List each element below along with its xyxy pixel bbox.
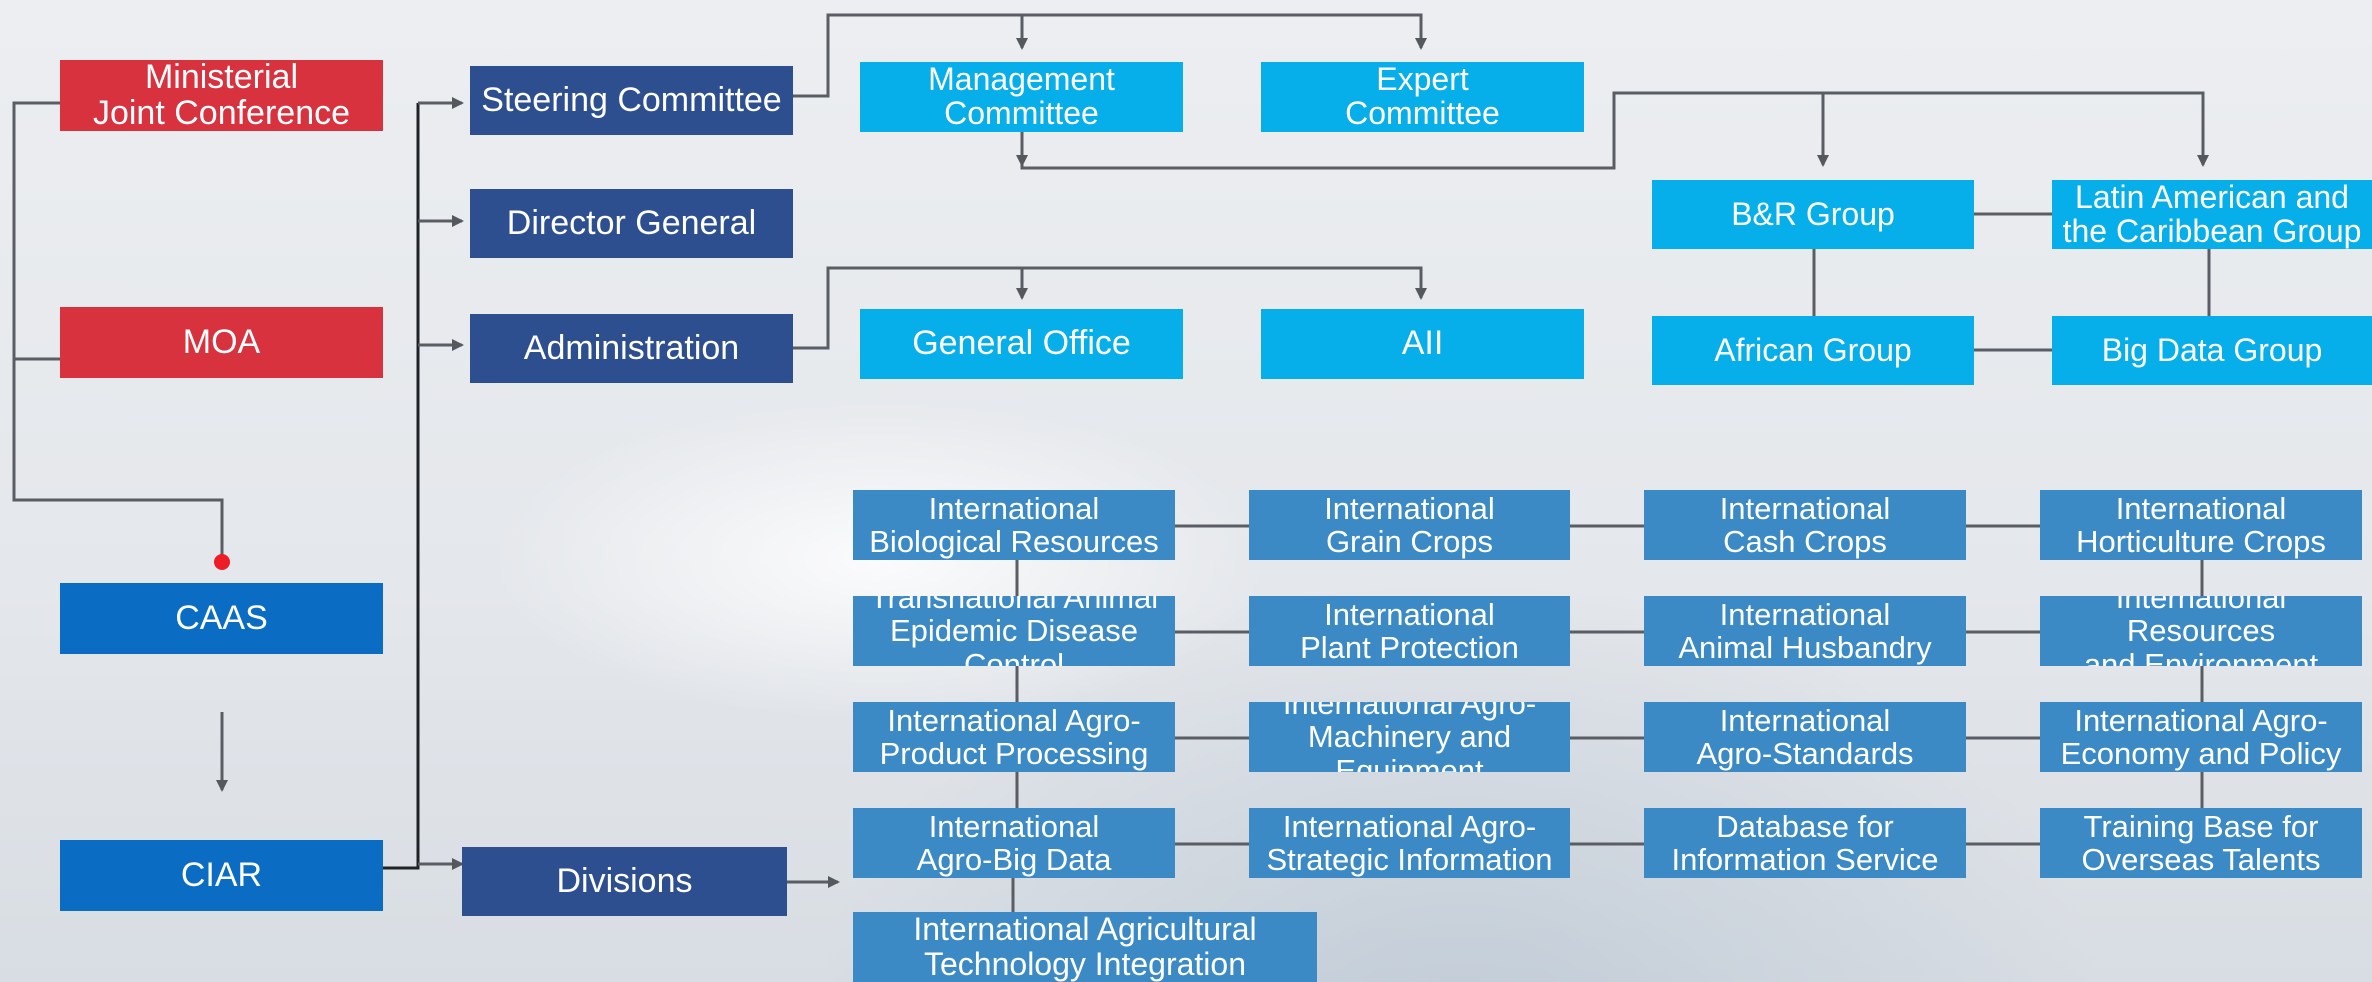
expert-committee-box: Expert Committee: [1261, 62, 1584, 132]
moa-box: MOA: [60, 307, 383, 378]
division-box: International Plant Protection: [1249, 596, 1570, 666]
division-box-technology-integration: International Agricultural Technology In…: [853, 912, 1317, 982]
division-box: International Resources and Environment: [2040, 596, 2362, 666]
aii-box: AII: [1261, 309, 1584, 379]
divisions-box: Divisions: [462, 847, 787, 916]
division-box: International Cash Crops: [1644, 490, 1966, 560]
caas-box: CAAS: [60, 583, 383, 654]
ministerial-joint-conference-box: Ministerial Joint Conference: [60, 60, 383, 131]
ciar-box: CIAR: [60, 840, 383, 911]
latin-caribbean-group-box: Latin American and the Caribbean Group: [2052, 180, 2372, 249]
division-box: Training Base for Overseas Talents: [2040, 808, 2362, 878]
division-box: International Agro- Economy and Policy: [2040, 702, 2362, 772]
management-committee-box: Management Committee: [860, 62, 1183, 132]
general-office-box: General Office: [860, 309, 1183, 379]
big-data-group-box: Big Data Group: [2052, 316, 2372, 385]
steering-committee-box: Steering Committee: [470, 66, 793, 135]
african-group-box: African Group: [1652, 316, 1974, 385]
division-box: Database for Information Service: [1644, 808, 1966, 878]
division-box: Transnational Animal Epidemic Disease Co…: [853, 596, 1175, 666]
division-box: International Grain Crops: [1249, 490, 1570, 560]
director-general-box: Director General: [470, 189, 793, 258]
division-box: International Horticulture Crops: [2040, 490, 2362, 560]
division-box: International Agro-Standards: [1644, 702, 1966, 772]
division-box: International Agro-Big Data: [853, 808, 1175, 878]
connector-dot: [214, 554, 230, 570]
division-box: International Agro- Product Processing: [853, 702, 1175, 772]
division-box: International Agro- Machinery and Equipm…: [1249, 702, 1570, 772]
administration-box: Administration: [470, 314, 793, 383]
br-group-box: B&R Group: [1652, 180, 1974, 249]
division-box: International Biological Resources: [853, 490, 1175, 560]
division-box: International Agro- Strategic Informatio…: [1249, 808, 1570, 878]
division-box: International Animal Husbandry: [1644, 596, 1966, 666]
